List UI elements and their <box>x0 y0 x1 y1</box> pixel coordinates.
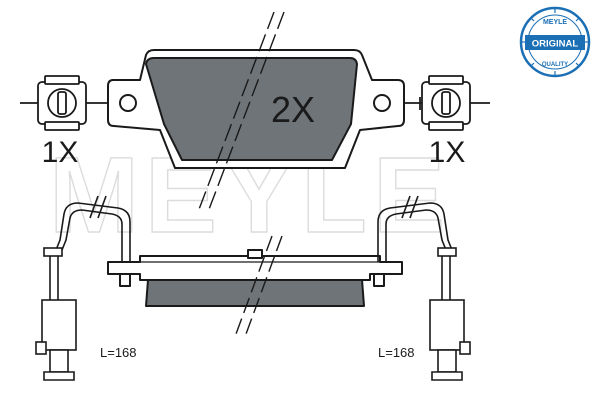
plug-left <box>41 299 77 351</box>
badge-bottom-text: QUALITY <box>542 62 568 68</box>
plug-right <box>429 299 465 351</box>
sensor-right-length: L=168 <box>378 345 415 360</box>
wear-sensor-right <box>377 195 471 381</box>
stud-left <box>119 273 131 287</box>
mounting-hole-right <box>373 94 391 112</box>
badge-middle-text: ORIGINAL <box>532 39 579 50</box>
pad-quantity-label: 2X <box>271 89 315 130</box>
friction-pad <box>145 57 358 161</box>
break-line <box>197 11 285 335</box>
sensor-left-length: L=168 <box>100 345 137 360</box>
friction-pad-side <box>145 279 365 307</box>
badge-top-text: MEYLE <box>543 19 567 26</box>
mounting-hole-left <box>119 94 137 112</box>
meyle-original-badge: ORIGINAL MEYLE QUALITY <box>519 6 591 78</box>
pad-side-view <box>107 249 403 307</box>
pad-top-view <box>107 49 405 169</box>
backing-plate-side <box>107 255 403 281</box>
sensor-right-quantity: 1X <box>429 136 466 169</box>
sensor-connector-left <box>20 75 108 131</box>
stud-right <box>373 273 385 287</box>
sensor-connector-right <box>404 75 490 131</box>
sensor-left-quantity: 1X <box>42 136 79 169</box>
wear-sensor-left <box>35 195 131 381</box>
center-tab <box>247 249 263 259</box>
